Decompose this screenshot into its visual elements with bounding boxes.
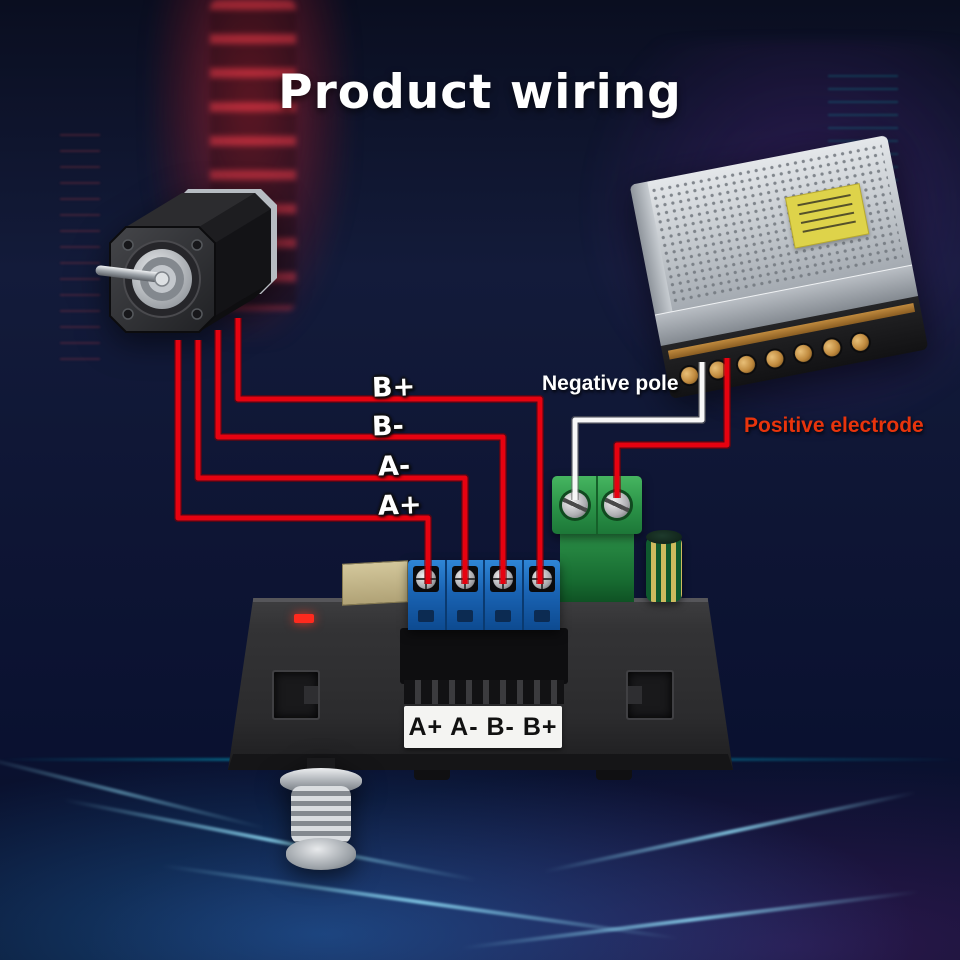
blue-terminal-block	[408, 560, 560, 630]
wire-b-minus	[215, 330, 506, 584]
capacitor	[646, 530, 682, 602]
terminal-label-text: A+ A- B- B+	[408, 712, 558, 741]
terminal-a-minus	[447, 560, 485, 630]
background-light-streak	[0, 753, 267, 831]
terminal-front-hole	[495, 610, 512, 622]
terminal-screw	[850, 331, 871, 352]
terminal-b-plus	[524, 560, 561, 630]
heatsink	[400, 628, 568, 684]
terminal-screw	[736, 354, 757, 374]
terminal-label-plate: A+ A- B- B+	[404, 706, 562, 748]
terminal-front-hole	[418, 610, 435, 622]
label-b-plus: B+	[371, 371, 416, 404]
slot-tab	[628, 686, 642, 704]
label-a-minus: A-	[377, 450, 411, 483]
metal-aviation-connector	[280, 758, 362, 874]
green-power-terminal	[552, 476, 642, 534]
power-supply	[629, 135, 929, 399]
negative-terminal-screw	[562, 492, 588, 518]
page-title: Product wiring	[278, 65, 682, 121]
terminal-divider	[596, 476, 598, 534]
capacitor-top	[646, 530, 682, 544]
label-b-minus: B-	[371, 410, 405, 443]
terminal-screw	[531, 569, 552, 589]
terminal-front-hole	[533, 610, 550, 622]
terminal-a-plus	[408, 560, 447, 630]
board-foot	[596, 768, 632, 780]
terminal-screw	[679, 365, 700, 386]
background-building-windows-left	[60, 120, 100, 360]
stepper-motor	[95, 172, 305, 352]
board-foot	[414, 768, 450, 780]
stepper-motor-graphic	[95, 189, 277, 333]
connector-thread	[291, 786, 351, 844]
board-slot-right	[626, 670, 674, 720]
power-led	[294, 614, 314, 623]
label-a-plus: A+	[377, 489, 423, 522]
terminal-screw	[416, 569, 437, 589]
background-light-streak	[162, 863, 678, 941]
terminal-b-minus	[485, 560, 524, 630]
slot-tab	[304, 686, 318, 704]
board-bottom-lip	[228, 754, 733, 770]
background-light-streak	[461, 889, 919, 951]
wire-b-minus-outline	[214, 330, 507, 584]
wire-a-minus-outline	[194, 340, 469, 584]
board-slot-left	[272, 670, 320, 720]
background-light-streak	[63, 797, 477, 883]
header-pins	[404, 680, 564, 704]
terminal-screw	[707, 359, 728, 380]
terminal-screw	[454, 569, 475, 589]
terminal-screw	[764, 348, 785, 369]
positive-terminal-screw	[604, 492, 630, 518]
green-terminal-base	[560, 532, 634, 602]
terminal-screw	[793, 342, 814, 363]
connector-cap	[286, 838, 356, 870]
terminal-front-hole	[456, 610, 473, 622]
wire-a-minus	[195, 340, 468, 584]
negative-pole-label: Negative pole	[542, 372, 679, 395]
background-light-streak	[543, 790, 917, 874]
terminal-screw	[493, 569, 514, 589]
label-barcode-lines	[797, 194, 857, 238]
positive-electrode-label: Positive electrode	[744, 414, 924, 437]
board-component	[342, 560, 408, 606]
terminal-screw	[821, 337, 842, 358]
